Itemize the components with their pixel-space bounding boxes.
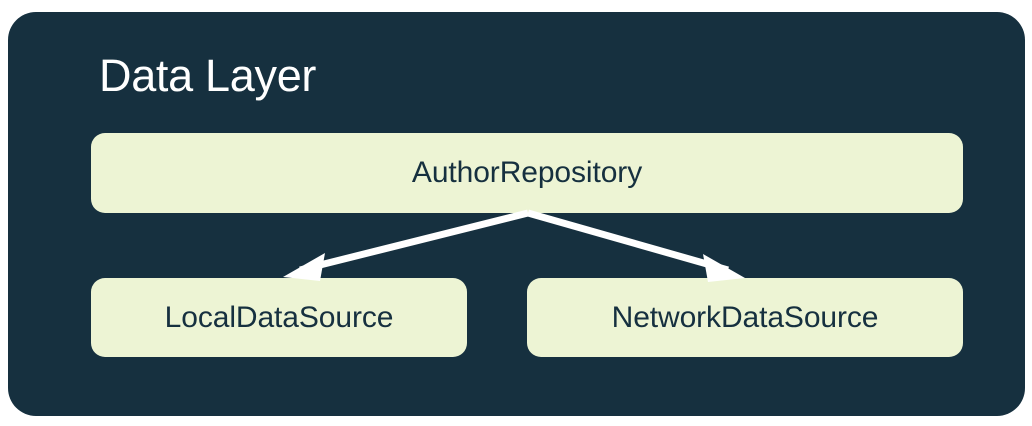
page-title: Data Layer [99, 50, 317, 101]
node-local-data-source[interactable]: LocalDataSource [91, 278, 467, 357]
node-label: AuthorRepository [411, 156, 643, 189]
node-label: NetworkDataSource [611, 300, 879, 334]
node-label: LocalDataSource [164, 300, 394, 334]
node-author-repository[interactable]: AuthorRepository [91, 133, 963, 213]
node-network-data-source[interactable]: NetworkDataSource [527, 278, 963, 357]
